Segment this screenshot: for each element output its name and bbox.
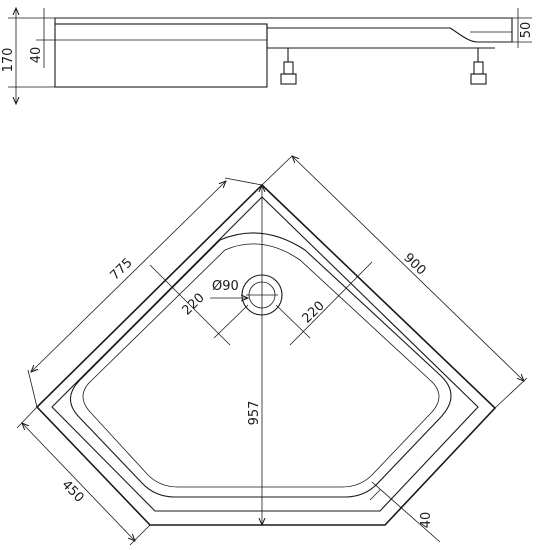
dim-450-line — [22, 423, 135, 541]
dim-50-label: 50 — [519, 22, 534, 39]
tray-rim-line — [51, 196, 479, 512]
leg-left — [280, 48, 297, 85]
dim-220-left-line — [149, 264, 231, 346]
dim-40-rim-label: 40 — [419, 512, 434, 529]
side-view-base — [54, 23, 268, 88]
basin-inner-outline — [82, 243, 440, 488]
dim-900-label: 900 — [400, 250, 428, 278]
dim-775-label: 775 — [107, 255, 135, 283]
dim-220-right-label: 220 — [299, 298, 327, 326]
plan-view: 900 775 Ø90 220 220 957 450 40 — [16, 156, 528, 546]
dim-957-label: 957 — [247, 401, 262, 426]
dim-775-line — [31, 181, 226, 372]
dim-40-rim-line — [371, 481, 441, 543]
dim-450-label: 450 — [58, 477, 86, 505]
drain-diameter-label: Ø90 — [212, 279, 239, 294]
side-view: 170 40 50 — [1, 8, 534, 104]
side-view-tray — [54, 17, 513, 43]
dim-900-line — [292, 156, 524, 381]
leg-right — [470, 48, 487, 85]
dim-220-right-line — [289, 261, 373, 346]
dim-220-left-label: 220 — [179, 290, 207, 318]
dim-40-label: 40 — [29, 47, 44, 64]
dim-170-label: 170 — [1, 48, 16, 73]
